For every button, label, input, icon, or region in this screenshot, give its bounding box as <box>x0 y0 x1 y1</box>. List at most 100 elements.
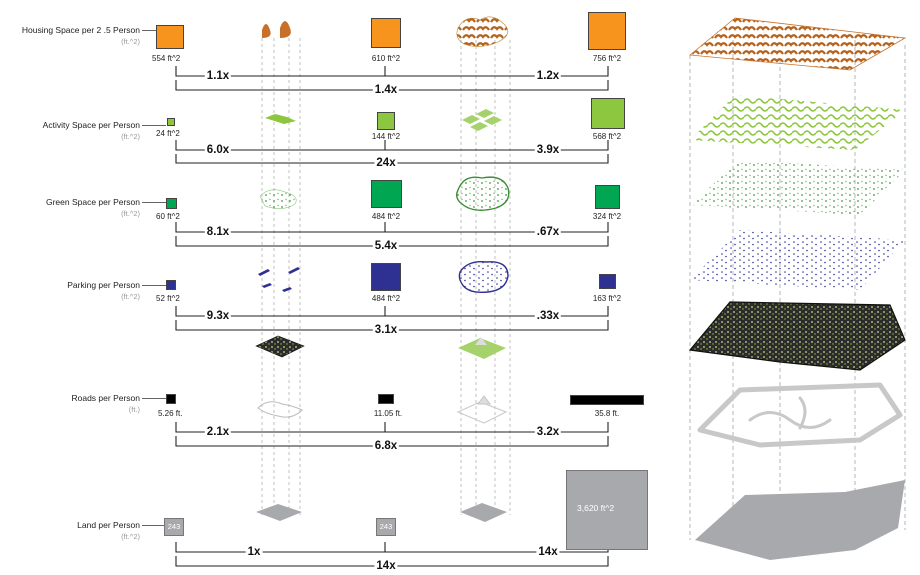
right-layer-roads-outline <box>697 382 903 448</box>
housing-square-1 <box>156 25 184 49</box>
green-square-3 <box>595 185 620 209</box>
housing-value-1: 554 ft^2 <box>152 54 181 63</box>
housing-multiplier-a: 1.1x <box>204 70 232 82</box>
roads-multiplier-total: 6.8x <box>372 440 400 452</box>
right-layer-housing <box>688 17 907 71</box>
housing-value-3: 756 ft^2 <box>592 54 622 63</box>
roads-bar-3 <box>570 395 644 405</box>
roads-multiplier-a: 2.1x <box>204 426 232 438</box>
activity-multiplier-a: 6.0x <box>204 144 232 156</box>
activity-leader-line <box>142 125 166 126</box>
roads-bar-1 <box>166 394 176 404</box>
activity-label: Activity Space per Person (ft.^2) <box>0 120 140 142</box>
land-multiplier-b: 14x <box>536 546 560 558</box>
land-value-3: 3,620 ft^2 <box>577 503 615 513</box>
roads-label-unit: (ft.) <box>128 405 140 414</box>
right-layer-green <box>690 160 905 215</box>
land-value-1: 243 <box>167 522 181 531</box>
right-layer-land <box>695 480 905 560</box>
land-square-1: 243 <box>164 518 184 536</box>
left-stack-housing <box>262 21 291 38</box>
middle-stack-activity <box>462 109 502 131</box>
parking-multiplier-a: 9.3x <box>204 310 232 322</box>
left-stack-parking <box>258 267 300 292</box>
green-multiplier-a: 8.1x <box>204 226 232 238</box>
parking-value-1: 52 ft^2 <box>156 294 180 303</box>
housing-label-unit: (ft.^2) <box>121 37 140 46</box>
housing-square-2 <box>371 18 401 48</box>
roads-multiplier-b: 3.2x <box>534 426 562 438</box>
parking-square-1 <box>166 280 176 290</box>
middle-stack-green <box>455 176 510 211</box>
land-label: Land per Person (ft.^2) <box>0 520 140 542</box>
land-value-2: 243 <box>379 522 393 531</box>
parking-value-2: 484 ft^2 <box>371 294 401 303</box>
right-layer-activity <box>690 95 905 150</box>
green-value-1: 60 ft^2 <box>156 212 180 221</box>
roads-value-1: 5.26 ft. <box>158 409 183 418</box>
right-layer-roads-block <box>688 301 906 371</box>
activity-multiplier-b: 3.9x <box>534 144 562 156</box>
land-square-2: 243 <box>376 518 396 536</box>
green-leader-line <box>142 202 166 203</box>
roads-label: Roads per Person (ft.) <box>0 393 140 415</box>
housing-label: Housing Space per 2 .5 Person (ft.^2) <box>0 25 140 47</box>
left-stack-activity <box>265 114 296 124</box>
right-layer-parking <box>690 230 905 290</box>
green-value-3: 324 ft^2 <box>592 212 622 221</box>
parking-value-3: 163 ft^2 <box>592 294 622 303</box>
activity-multiplier-total: 24x <box>374 157 398 169</box>
middle-stack-parking <box>458 261 509 294</box>
parking-square-2 <box>371 263 401 291</box>
activity-square-3 <box>591 98 625 129</box>
green-value-2: 484 ft^2 <box>371 212 401 221</box>
parking-square-3 <box>599 274 616 289</box>
housing-value-2: 610 ft^2 <box>371 54 401 63</box>
left-stack-roads-block <box>255 335 305 358</box>
land-label-text: Land per Person <box>77 520 140 530</box>
middle-stack-roads-outline <box>456 395 508 424</box>
middle-stack-roads-block <box>458 337 506 359</box>
left-stack-land <box>256 504 302 521</box>
left-stack-roads-outline <box>257 401 303 418</box>
middle-stack-land <box>460 503 507 522</box>
land-multiplier-total: 14x <box>374 560 398 572</box>
land-leader-line <box>142 525 164 526</box>
green-square-1 <box>166 198 177 209</box>
activity-square-1 <box>167 118 175 126</box>
roads-label-text: Roads per Person <box>71 393 140 403</box>
green-multiplier-b: .67x <box>534 226 562 238</box>
activity-label-unit: (ft.^2) <box>121 132 140 141</box>
green-label-unit: (ft.^2) <box>121 209 140 218</box>
middle-stack-housing <box>456 16 509 47</box>
land-label-unit: (ft.^2) <box>121 532 140 541</box>
left-stack-guides <box>261 38 301 515</box>
housing-multiplier-b: 1.2x <box>534 70 562 82</box>
roads-leader-line <box>142 398 166 399</box>
housing-leader-line <box>142 30 166 31</box>
parking-label: Parking per Person (ft.^2) <box>0 280 140 302</box>
parking-label-text: Parking per Person <box>67 280 140 290</box>
parking-leader-line <box>142 285 166 286</box>
activity-value-1: 24 ft^2 <box>156 129 180 138</box>
green-label: Green Space per Person (ft.^2) <box>0 197 140 219</box>
activity-square-2 <box>377 112 395 130</box>
parking-multiplier-b: .33x <box>534 310 562 322</box>
activity-label-text: Activity Space per Person <box>42 120 140 130</box>
parking-multiplier-total: 3.1x <box>372 324 400 336</box>
green-square-2 <box>371 180 402 208</box>
housing-square-3 <box>588 12 626 50</box>
activity-value-3: 568 ft^2 <box>592 132 622 141</box>
housing-multiplier-total: 1.4x <box>372 84 400 96</box>
roads-value-3: 35.8 ft. <box>594 409 620 418</box>
land-square-3: 3,620 ft^2 <box>566 470 648 550</box>
land-multiplier-a: 1x <box>245 546 263 558</box>
roads-bar-2 <box>378 394 394 404</box>
parking-label-unit: (ft.^2) <box>121 292 140 301</box>
left-stack-green <box>259 189 297 209</box>
activity-value-2: 144 ft^2 <box>371 132 401 141</box>
green-multiplier-total: 5.4x <box>372 240 400 252</box>
housing-label-text: Housing Space per 2 .5 Person <box>21 25 140 35</box>
roads-value-2: 11.05 ft. <box>373 409 403 418</box>
